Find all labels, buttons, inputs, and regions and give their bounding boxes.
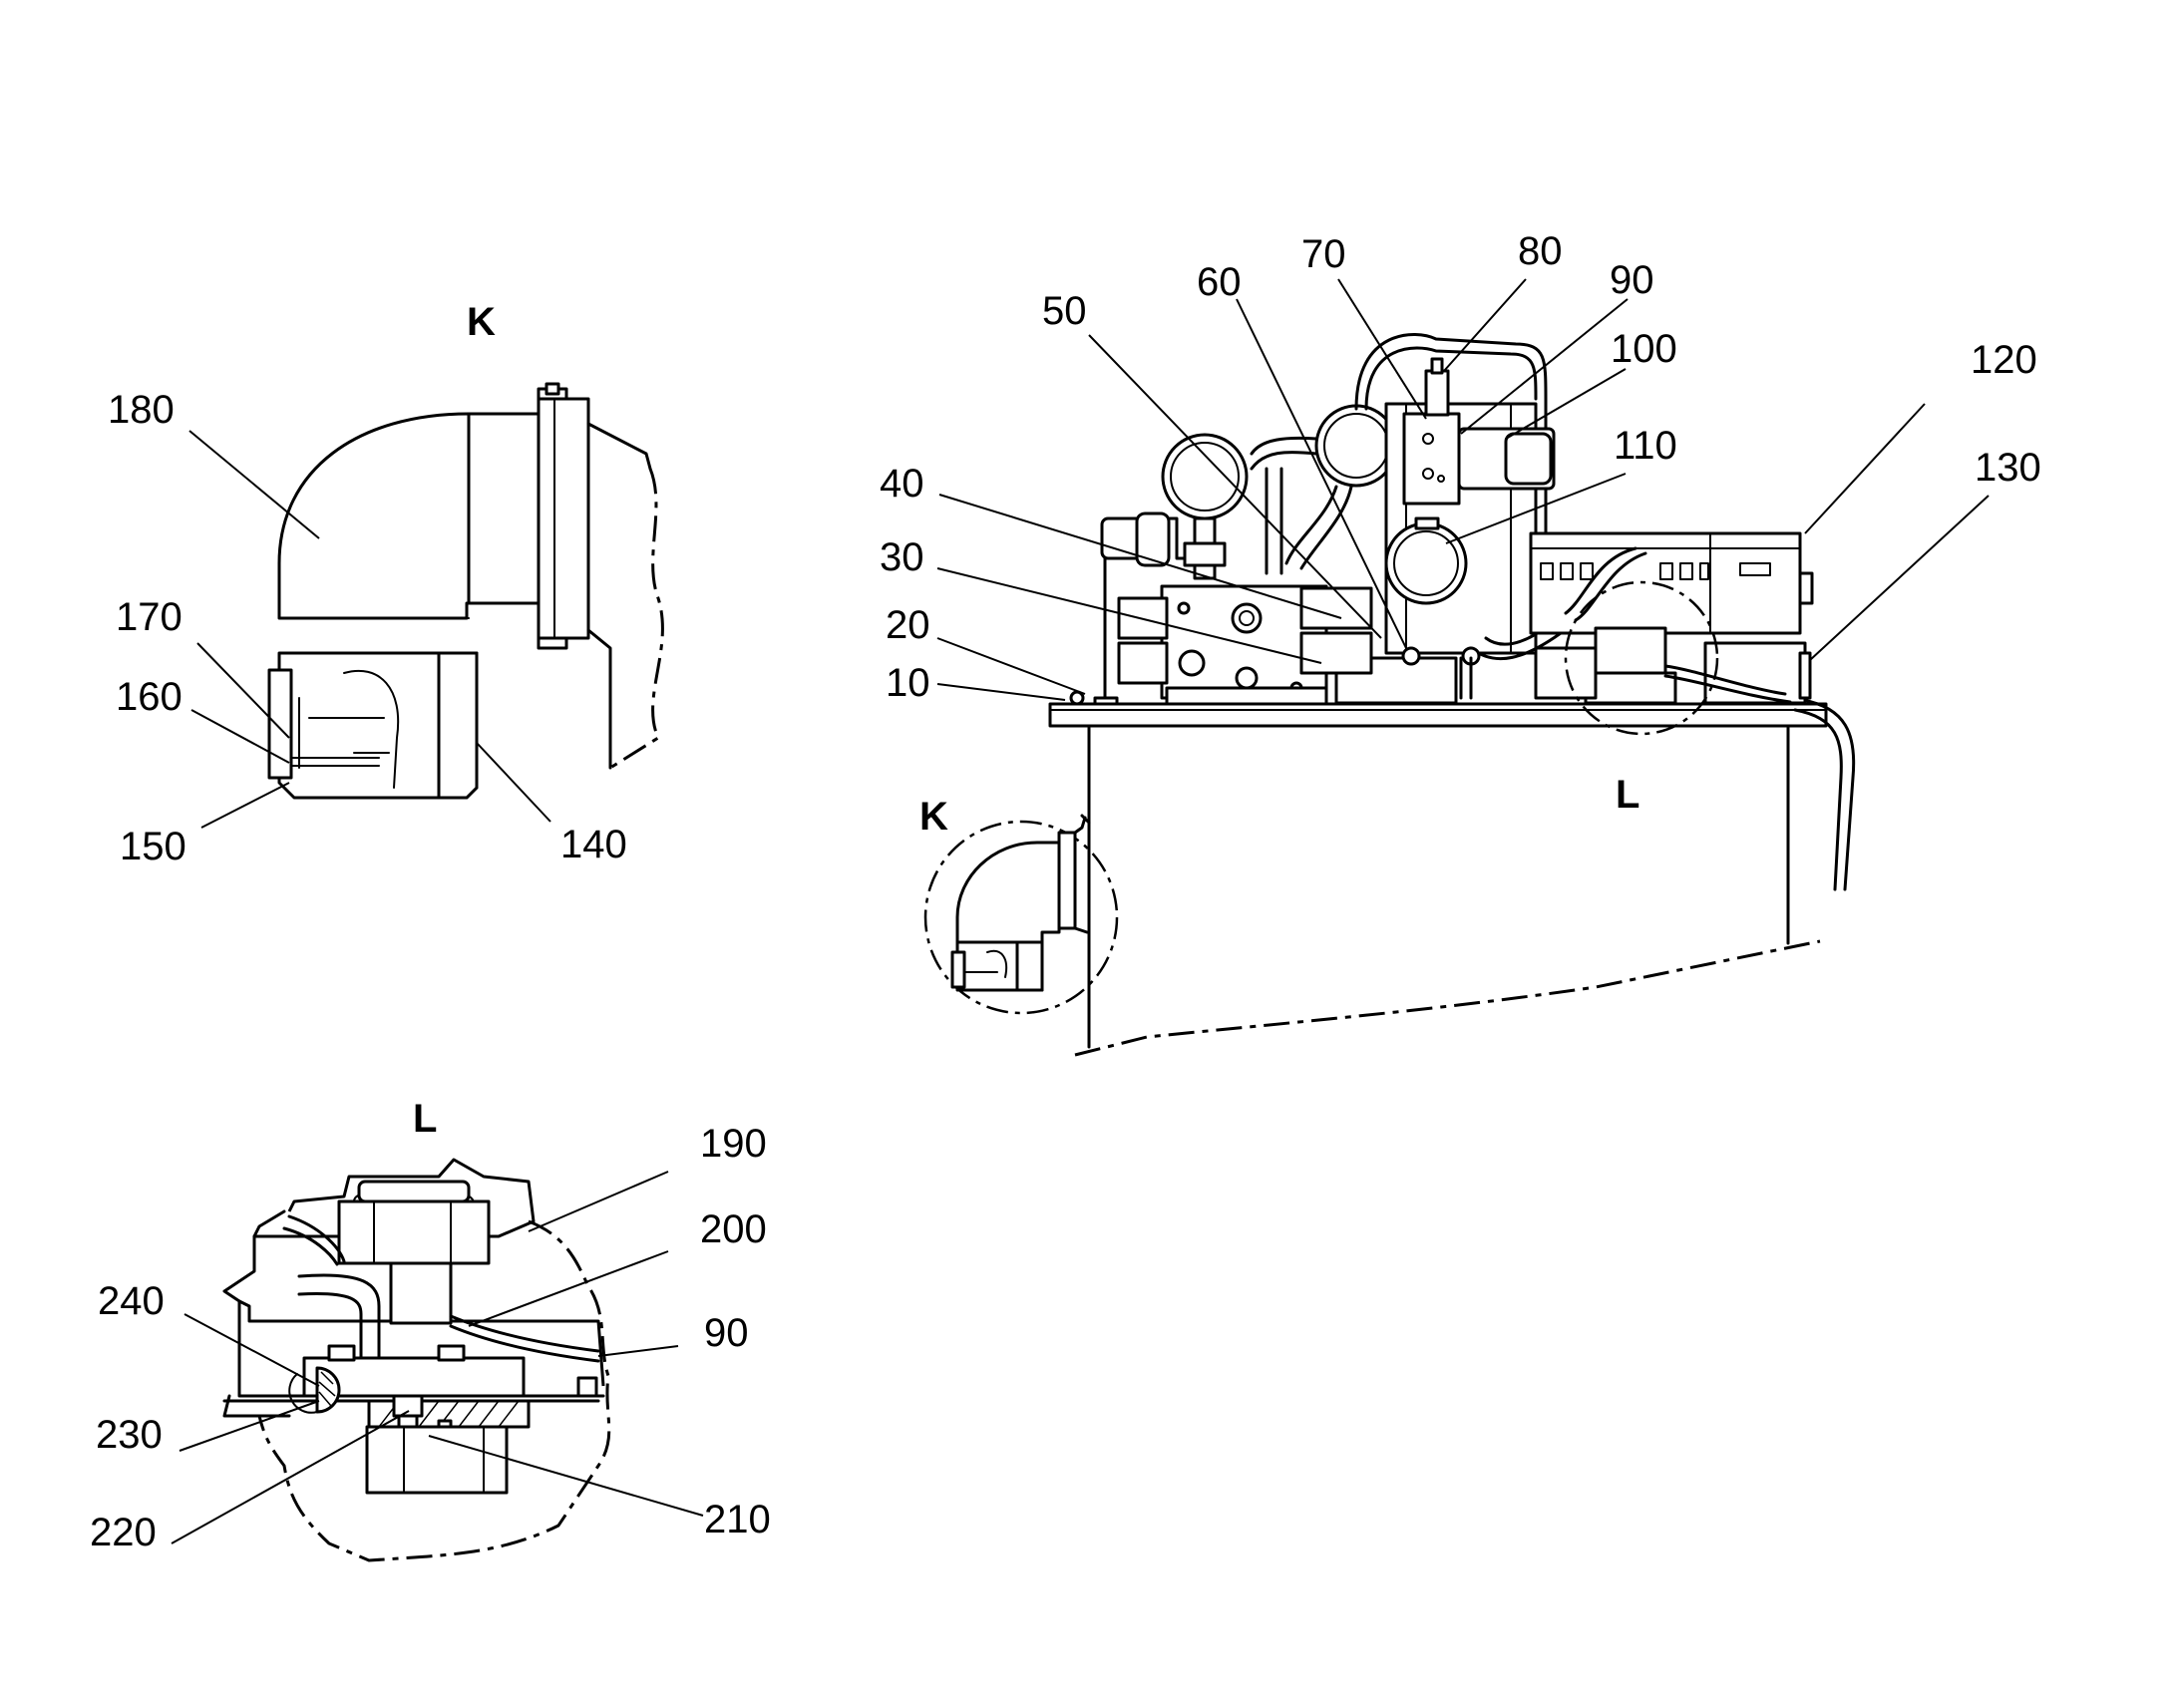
break-line-k bbox=[609, 468, 664, 770]
elbow-fitting-180 bbox=[277, 412, 479, 620]
callout-110: 110 bbox=[1614, 424, 1677, 468]
callout-210: 210 bbox=[704, 1498, 771, 1541]
valve-block-90 bbox=[1402, 412, 1461, 506]
callout-40: 40 bbox=[880, 462, 924, 506]
break-line-l bbox=[257, 1219, 611, 1562]
callout-10: 10 bbox=[886, 661, 930, 705]
callout-90-detail: 90 bbox=[704, 1311, 749, 1355]
detail-l-title: L bbox=[413, 1097, 437, 1141]
detail-l: L bbox=[90, 1097, 771, 1562]
callout-120: 120 bbox=[1971, 338, 2037, 382]
fitting-assembly-l bbox=[1594, 626, 1667, 675]
callout-80: 80 bbox=[1518, 229, 1563, 273]
screw-210 bbox=[392, 1394, 424, 1418]
main-mark-l: L bbox=[1616, 773, 1639, 817]
callout-20: 20 bbox=[886, 603, 930, 647]
callout-150: 150 bbox=[120, 825, 186, 868]
detail-circle-l bbox=[1564, 580, 1719, 736]
callout-30: 30 bbox=[880, 535, 924, 579]
callout-100: 100 bbox=[1611, 327, 1677, 371]
callout-90-main: 90 bbox=[1610, 258, 1654, 302]
hex-nut-190 bbox=[337, 1199, 491, 1265]
pump-frame bbox=[1354, 333, 1548, 620]
cable bbox=[1801, 698, 1856, 891]
callout-170: 170 bbox=[116, 595, 182, 639]
callout-240: 240 bbox=[98, 1279, 165, 1323]
mini-elbow-k bbox=[950, 816, 1089, 992]
callout-140: 140 bbox=[560, 823, 627, 866]
callout-230: 230 bbox=[96, 1413, 163, 1457]
callout-190: 190 bbox=[700, 1122, 767, 1166]
callout-50: 50 bbox=[1042, 289, 1087, 333]
gauge-50 bbox=[1161, 433, 1249, 520]
housing-outline bbox=[222, 1158, 605, 1387]
callout-130: 130 bbox=[1975, 446, 2041, 490]
callout-180: 180 bbox=[108, 388, 175, 432]
tank-break-line bbox=[1074, 939, 1821, 1057]
bent-pipe-200 bbox=[297, 1273, 381, 1393]
callout-160: 160 bbox=[116, 675, 182, 719]
callout-200: 200 bbox=[700, 1207, 767, 1251]
callout-70: 70 bbox=[1301, 232, 1346, 276]
callout-220: 220 bbox=[90, 1511, 157, 1554]
terminal-strip bbox=[1540, 562, 1709, 580]
main-assembly: L K 10 20 30 40 bbox=[880, 229, 2041, 1057]
detail-k: K 180 170 160 bbox=[108, 300, 664, 868]
base-plate-10 bbox=[1048, 702, 1828, 728]
lower-block bbox=[365, 1425, 509, 1495]
gauge-upper bbox=[1314, 404, 1398, 488]
component-130 bbox=[1703, 641, 1807, 705]
main-mark-k: K bbox=[919, 795, 948, 839]
detail-k-title: K bbox=[467, 300, 496, 344]
control-box-120 bbox=[1529, 531, 1802, 635]
callout-60: 60 bbox=[1197, 260, 1242, 304]
gauge-110 bbox=[1384, 521, 1468, 605]
